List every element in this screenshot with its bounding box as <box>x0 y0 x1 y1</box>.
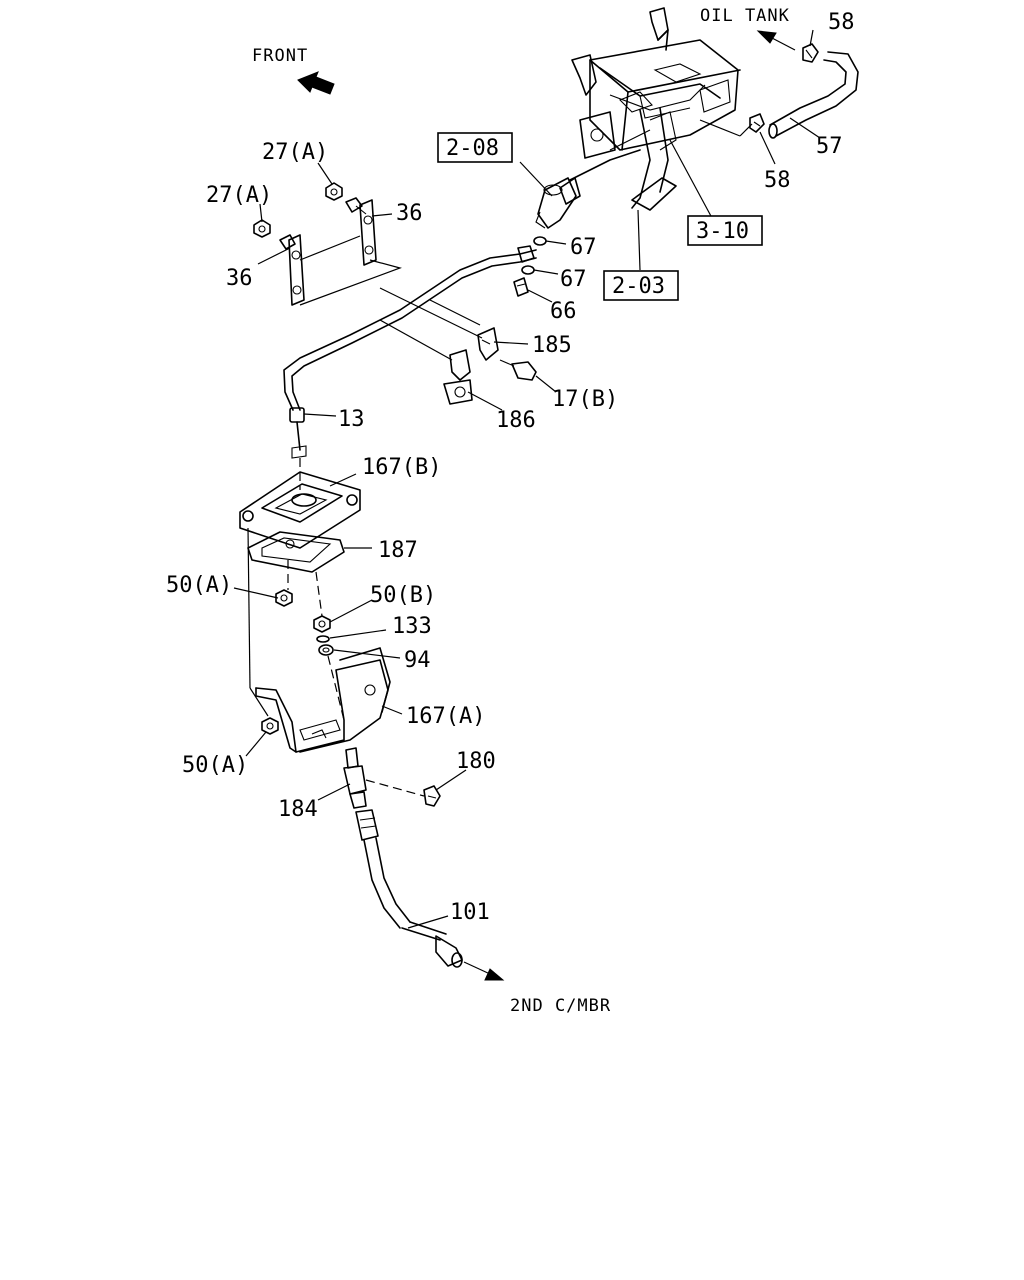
reference-box-2-03[interactable]: 2-03 <box>603 270 679 301</box>
leader-94 <box>333 649 401 659</box>
second-chamber-label: 2ND C/MBR <box>510 996 611 1016</box>
leader-208 <box>519 161 553 197</box>
leader-57 <box>789 117 821 139</box>
leader-50a-2 <box>245 731 267 757</box>
clutch-pipe <box>283 249 537 459</box>
second-chamber-arrow-icon <box>463 961 505 981</box>
flexible-hose-101 <box>355 809 463 968</box>
bolt-27a-upper <box>345 197 367 215</box>
callout-36-lower: 36 <box>226 266 253 291</box>
leader-58a <box>809 29 814 47</box>
leader-184 <box>317 783 351 801</box>
master-cylinder <box>535 177 577 229</box>
callout-27a-upper: 27(A) <box>262 140 328 165</box>
callout-50a-upper: 50(A) <box>166 573 232 598</box>
hose-clamp-upper <box>802 43 819 63</box>
leader-203 <box>637 209 641 271</box>
reference-2-08-label: 2-08 <box>446 136 499 161</box>
reference-box-2-08[interactable]: 2-08 <box>437 132 513 163</box>
washer-67-upper <box>533 236 547 246</box>
callout-67-upper: 67 <box>570 235 597 260</box>
leader-27a-1 <box>317 162 333 185</box>
callout-58-lower: 58 <box>764 168 791 193</box>
bolt-27a-lower <box>279 234 296 250</box>
bolt-17b <box>499 359 537 381</box>
leader-36a <box>371 213 393 217</box>
leader-67b <box>533 269 559 275</box>
hose-clip-180 <box>423 785 441 807</box>
washer-133 <box>316 635 330 643</box>
front-label: FRONT <box>252 46 308 66</box>
pedal-bracket-assembly <box>559 7 741 211</box>
callout-66: 66 <box>550 299 577 324</box>
callout-101: 101 <box>450 900 490 925</box>
callout-184: 184 <box>278 797 318 822</box>
callout-180: 180 <box>456 749 496 774</box>
bracket-36-lower <box>288 234 305 306</box>
leader-167a <box>381 705 403 715</box>
oil-tank-label: OIL TANK <box>700 6 790 26</box>
callout-58-upper: 58 <box>828 10 855 35</box>
nut-50a-lower <box>261 717 279 735</box>
nut-50a-upper <box>275 589 293 607</box>
gasket-187 <box>247 531 345 573</box>
leader-50a-1 <box>233 587 279 599</box>
leader-27a-2 <box>259 203 263 223</box>
leader-167b <box>329 473 357 487</box>
front-arrow-icon <box>297 71 335 95</box>
nut-27a-lower <box>253 219 271 238</box>
washer-94 <box>318 644 334 656</box>
leader-13 <box>303 413 337 417</box>
callout-50a-lower: 50(A) <box>182 753 248 778</box>
leader-66 <box>527 289 553 303</box>
callout-167b: 167(B) <box>362 455 441 480</box>
leader-50b <box>329 599 373 623</box>
reference-box-3-10[interactable]: 3-10 <box>687 215 763 246</box>
leader-186 <box>467 391 503 411</box>
callout-17b: 17(B) <box>552 387 618 412</box>
leader-17b <box>535 375 557 393</box>
leader-58b <box>759 131 776 165</box>
callout-186: 186 <box>496 408 536 433</box>
callout-94: 94 <box>404 648 431 673</box>
reference-2-03-label: 2-03 <box>612 274 665 299</box>
oil-tank-arrow-icon <box>756 30 796 51</box>
callout-50b: 50(B) <box>370 583 436 608</box>
pipe-clip-185 <box>477 327 499 361</box>
reference-3-10-label: 3-10 <box>696 219 749 244</box>
callout-185: 185 <box>532 333 572 358</box>
leader-133 <box>329 629 387 639</box>
callout-57: 57 <box>816 134 843 159</box>
leader-185 <box>493 341 529 345</box>
hose-clamp-lower <box>749 113 765 133</box>
leader-101 <box>407 915 449 929</box>
pipe-union-fitting <box>517 245 535 263</box>
callout-27a-lower: 27(A) <box>206 183 272 208</box>
leader-180 <box>435 769 467 791</box>
nut-27a-upper <box>325 182 343 201</box>
bracket-167b <box>239 471 361 549</box>
pipe-clamp-186 <box>443 349 473 405</box>
union-fitting-184 <box>343 747 367 809</box>
bracket-36-upper <box>359 199 377 266</box>
leader-310 <box>669 139 713 219</box>
callout-67-lower: 67 <box>560 267 587 292</box>
leader-36b <box>257 247 291 265</box>
callout-13: 13 <box>338 407 365 432</box>
nut-50b <box>313 615 331 633</box>
callout-36-upper: 36 <box>396 201 423 226</box>
callout-133: 133 <box>392 614 432 639</box>
bracket-167a <box>255 647 391 753</box>
bolt-66 <box>513 277 529 297</box>
reservoir-hose <box>768 51 859 139</box>
callout-187: 187 <box>378 538 418 563</box>
callout-167a: 167(A) <box>406 704 485 729</box>
washer-67-lower <box>521 265 535 275</box>
leader-67a <box>545 240 567 245</box>
